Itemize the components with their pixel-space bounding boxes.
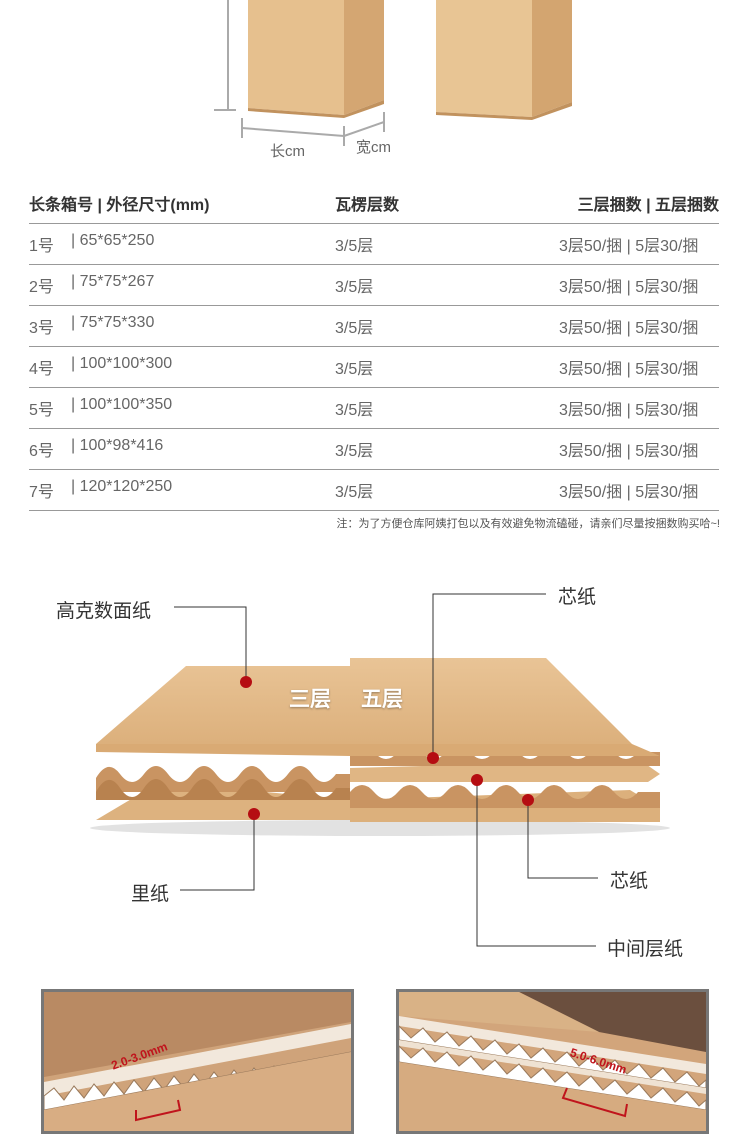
cell-size: | 100*100*300 <box>71 355 173 372</box>
callout-inner-paper: 里纸 <box>131 884 170 905</box>
cell-bundle-wrap: 3层50/捆 | 5层30/捆 <box>559 437 719 461</box>
cell-model: 7号 | 120*120*250 <box>29 478 335 502</box>
three-layer-crosssection <box>44 992 351 1131</box>
cell-flute: 3/5层 <box>335 238 374 255</box>
cell-flute: 3/5层 <box>335 402 374 419</box>
cell-model: 4号 | 100*100*300 <box>29 355 335 379</box>
cell-bundle-wrap: 3层50/捆 | 5层30/捆 <box>559 355 719 379</box>
width-label: 宽cm <box>356 139 391 156</box>
table-row: 2号 | 75*75*267 3/5层 3层50/捆 | 5层30/捆 <box>29 265 719 306</box>
cell-bundle: 3层50/捆 | 5层30/捆 <box>559 402 699 419</box>
table-row: 1号 | 65*65*250 3/5层 3层50/捆 | 5层30/捆 <box>29 224 719 265</box>
cell-bundle: 3层50/捆 | 5层30/捆 <box>559 320 699 337</box>
cell-bundle: 3层50/捆 | 5层30/捆 <box>559 238 699 255</box>
cell-flute: 3/5层 <box>335 320 374 337</box>
cell-size: | 75*75*330 <box>71 314 155 331</box>
corrugated-layers-diagram: 三层 五层 高克数面纸 芯纸 里纸 芯纸 中间层纸 <box>0 560 750 980</box>
table-row: 5号 | 100*100*350 3/5层 3层50/捆 | 5层30/捆 <box>29 388 719 429</box>
cell-size: | 75*75*267 <box>71 273 155 290</box>
cell-number: 3号 <box>29 320 54 337</box>
cell-bundle-wrap: 3层50/捆 | 5层30/捆 <box>559 478 719 502</box>
layers-drawing <box>90 593 670 947</box>
cell-size: | 120*120*250 <box>71 478 173 495</box>
cell-bundle: 3层50/捆 | 5层30/捆 <box>559 361 699 378</box>
header-bundle: 三层捆数 | 五层捆数 <box>577 196 719 214</box>
cell-size: | 100*98*416 <box>71 437 164 454</box>
callout-core-paper-bottom: 芯纸 <box>610 871 649 892</box>
callout-middle-paper: 中间层纸 <box>607 939 684 960</box>
table-row: 3号 | 75*75*330 3/5层 3层50/捆 | 5层30/捆 <box>29 306 719 347</box>
header-flute: 瓦楞层数 <box>335 196 400 214</box>
cell-bundle: 3层50/捆 | 5层30/捆 <box>559 443 699 460</box>
cell-number: 7号 <box>29 484 54 501</box>
callout-core-paper-top: 芯纸 <box>558 587 597 608</box>
cell-model: 2号 | 75*75*267 <box>29 273 335 297</box>
table-row: 7号 | 120*120*250 3/5层 3层50/捆 | 5层30/捆 <box>29 470 719 511</box>
cell-size: | 65*65*250 <box>71 232 155 249</box>
callout-face-paper: 高克数面纸 <box>56 601 152 622</box>
cell-number: 2号 <box>29 279 54 296</box>
length-label: 长cm <box>270 143 305 160</box>
five-layer-photo: 5.0-6.0mm <box>396 989 709 1134</box>
table-header: 长条箱号 | 外径尺寸(mm) 瓦楞层数 三层捆数 | 五层捆数 <box>29 182 719 224</box>
cell-number: 5号 <box>29 402 54 419</box>
cell-model: 5号 | 100*100*350 <box>29 396 335 420</box>
cell-flute: 3/5层 <box>335 361 374 378</box>
table-note: 注：为了方便仓库阿姨打包以及有效避免物流磕碰，请亲们尽量按捆数购买哈~! <box>336 518 720 530</box>
cell-flute: 3/5层 <box>335 279 374 296</box>
header-model: 长条箱号 | 外径尺寸(mm) <box>29 196 210 214</box>
three-layer-title: 三层 <box>289 688 331 711</box>
cell-model: 1号 | 65*65*250 <box>29 232 335 256</box>
cell-bundle: 3层50/捆 | 5层30/捆 <box>559 484 699 501</box>
five-layer-title: 五层 <box>361 688 403 711</box>
cell-bundle-wrap: 3层50/捆 | 5层30/捆 <box>559 314 719 338</box>
cell-bundle-wrap: 3层50/捆 | 5层30/捆 <box>559 396 719 420</box>
cell-number: 4号 <box>29 361 54 378</box>
boxes-drawing <box>214 0 572 146</box>
cell-flute: 3/5层 <box>335 484 374 501</box>
cell-bundle-wrap: 3层50/捆 | 5层30/捆 <box>559 273 719 297</box>
table-row: 6号 | 100*98*416 3/5层 3层50/捆 | 5层30/捆 <box>29 429 719 470</box>
cell-size: | 100*100*350 <box>71 396 173 413</box>
cell-flute: 3/5层 <box>335 443 374 460</box>
cell-number: 1号 <box>29 238 54 255</box>
cell-bundle-wrap: 3层50/捆 | 5层30/捆 <box>559 232 719 256</box>
cell-model: 3号 | 75*75*330 <box>29 314 335 338</box>
five-layer-crosssection <box>399 992 706 1131</box>
cell-model: 6号 | 100*98*416 <box>29 437 335 461</box>
cell-number: 6号 <box>29 443 54 460</box>
box-dimension-illustration: 长cm 宽cm <box>0 0 750 170</box>
spec-table: 长条箱号 | 外径尺寸(mm) 瓦楞层数 三层捆数 | 五层捆数 1号 | 65*… <box>29 182 719 511</box>
table-row: 4号 | 100*100*300 3/5层 3层50/捆 | 5层30/捆 <box>29 347 719 388</box>
three-layer-photo: 2.0-3.0mm <box>41 989 354 1134</box>
cell-bundle: 3层50/捆 | 5层30/捆 <box>559 279 699 296</box>
